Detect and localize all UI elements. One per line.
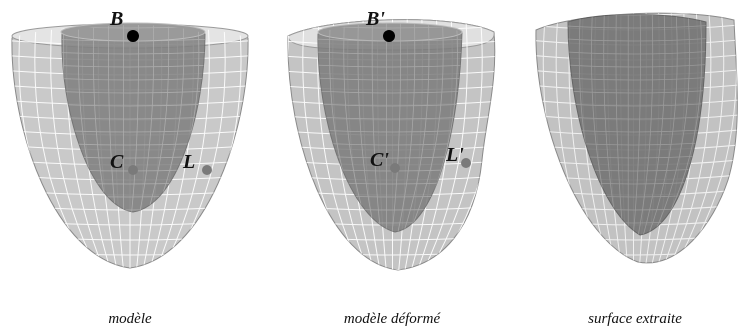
mesh-ring-line xyxy=(528,270,739,275)
mesh-ring-line xyxy=(528,296,739,300)
label-b-prime: B' xyxy=(365,8,385,30)
label-c-prime: C' xyxy=(370,149,389,171)
mesh-ring-line xyxy=(528,283,739,288)
label-l: L xyxy=(182,151,195,173)
caption-extracted-surface: surface extraite xyxy=(588,311,682,328)
mesh-ring-line xyxy=(270,283,515,288)
mesh-ring-line xyxy=(270,270,515,275)
mesh-ring-line xyxy=(270,10,515,15)
mesh-ring-line xyxy=(270,296,515,300)
label-c: C xyxy=(110,151,124,173)
point-c-marker xyxy=(128,165,138,175)
caption-model: modèle xyxy=(108,311,151,328)
mesh-ring-line xyxy=(528,280,739,285)
mesh-ring-line xyxy=(528,295,739,300)
mesh-ring-line xyxy=(270,280,515,285)
mesh-ring-line xyxy=(270,295,515,300)
point-b-marker xyxy=(383,30,395,42)
mesh-ring-line xyxy=(0,10,260,15)
label-l-prime: L' xyxy=(445,144,464,166)
mesh-ring-line xyxy=(528,265,739,270)
mesh-ring-line xyxy=(0,270,260,275)
mesh-ring-line xyxy=(0,10,260,15)
point-b-marker xyxy=(127,30,139,42)
mesh-ring-line xyxy=(0,280,260,285)
mesh-ring-line xyxy=(270,10,515,15)
label-b: B xyxy=(109,8,123,30)
mesh-ring-line xyxy=(0,283,260,288)
mesh-ring-line xyxy=(0,296,260,300)
panel-model: B C L xyxy=(0,0,260,300)
point-l-marker xyxy=(202,165,212,175)
panel-deformed-model: B' C' L' xyxy=(270,0,515,300)
caption-deformed-model: modèle déformé xyxy=(344,311,440,328)
panel-extracted-surface xyxy=(528,0,739,300)
point-c-marker xyxy=(390,163,400,173)
mesh-ring-line xyxy=(0,295,260,300)
